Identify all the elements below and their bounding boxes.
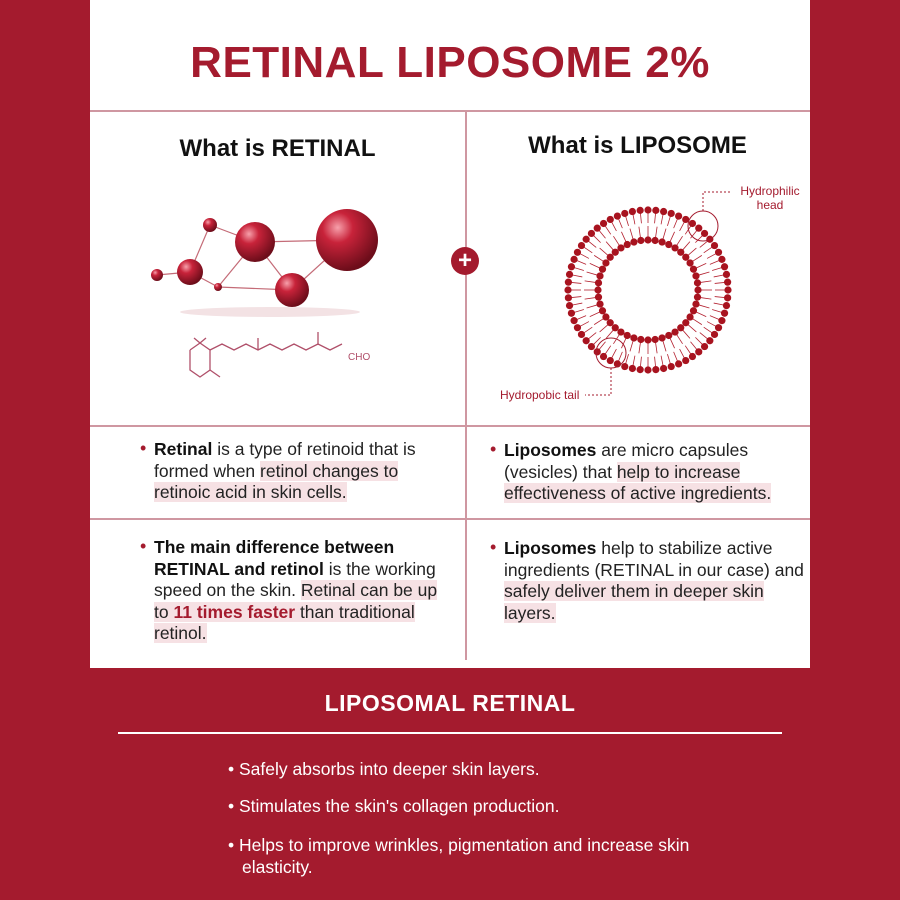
- bullet: •: [140, 438, 147, 458]
- liposome-illustration: [564, 206, 732, 374]
- retinal-difference: The main difference between RETINAL and …: [154, 537, 438, 643]
- liposome-benefit: Liposomes help to stabilize active ingre…: [504, 538, 804, 623]
- retinal-heading: What is RETINAL: [179, 135, 376, 162]
- page-title: RETINAL LIPOSOME 2%: [190, 38, 710, 87]
- section-heading: LIPOSOMAL RETINAL: [324, 690, 576, 716]
- liposome-callouts: [585, 191, 730, 396]
- bullet: •: [490, 537, 497, 557]
- liposome-definition: Liposomes are micro capsules (vesicles) …: [504, 440, 772, 503]
- benefit-item: • Helps to improve wrinkles, pigmentatio…: [228, 835, 690, 877]
- formula-label: CHO: [348, 352, 370, 363]
- content-panel: RETINAL LIPOSOME 2% What is RETINAL What…: [90, 0, 810, 668]
- hydrophilic-head-label: Hydrophilic head: [740, 184, 800, 212]
- plus-icon: +: [451, 247, 479, 275]
- bullet: •: [140, 536, 147, 556]
- liposome-heading: What is LIPOSOME: [528, 132, 747, 159]
- bullet: •: [490, 439, 497, 459]
- divider: [118, 732, 782, 734]
- divider: [90, 110, 810, 112]
- retinal-definition: Retinal is a type of retinoid that is fo…: [154, 439, 416, 502]
- retinal-molecule-illustration: CHO: [151, 209, 378, 378]
- benefit-item: • Stimulates the skin's collagen product…: [228, 796, 560, 816]
- divider: [90, 518, 810, 520]
- benefit-item: • Safely absorbs into deeper skin layers…: [228, 759, 540, 779]
- divider: [465, 110, 467, 660]
- hydrophobic-tail-label: Hydropobic tail: [500, 388, 580, 402]
- divider: [90, 425, 810, 427]
